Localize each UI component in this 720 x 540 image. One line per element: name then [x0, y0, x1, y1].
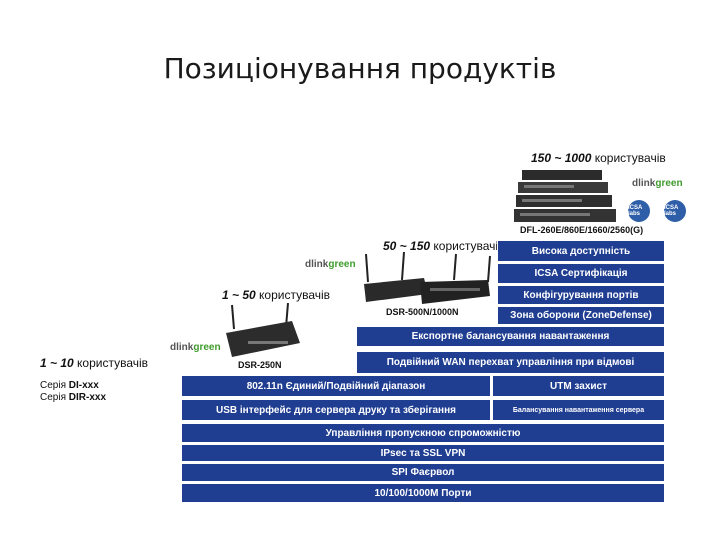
- feature-bar-ports: 10/100/1000M Порти: [181, 483, 665, 503]
- dlink-green-logo: dlinkgreen: [632, 178, 683, 189]
- feature-bar-port-config: Конфігурування портів: [497, 285, 665, 305]
- dlink-green-logo: dlinkgreen: [170, 342, 221, 353]
- tier-label-home: 1 ~ 10 користувачів: [40, 356, 148, 370]
- model-label-dsr250: DSR-250N: [238, 360, 282, 370]
- feature-bar-icsa: ICSA Сертифікація: [497, 263, 665, 284]
- tier-users: користувачів: [73, 356, 149, 370]
- series-item: Серія DI-xxx: [40, 380, 99, 391]
- feature-bar-high-availability: Висока доступність: [497, 240, 665, 262]
- series-list: Серія DI-xxx Серія DIR-xxx: [40, 380, 106, 404]
- icsa-labs-badge: ICSA labs: [628, 200, 650, 222]
- tier-range: 1 ~ 10: [40, 356, 74, 370]
- feature-bar-usb: USB інтерфейс для сервера друку та збері…: [181, 399, 491, 421]
- tier-range: 150 ~ 1000: [531, 151, 592, 165]
- dlink-green-logo: dlinkgreen: [305, 259, 356, 270]
- icsa-labs-badge: ICSA labs: [664, 200, 686, 222]
- rack-firewall-stack-image: [514, 170, 616, 222]
- feature-bar-server-lb: Балансування навантаження сервера: [492, 399, 665, 421]
- tier-label-medium: 50 ~ 150 користувачів: [383, 239, 504, 253]
- tier-range: 50 ~ 150: [383, 239, 431, 253]
- model-label-dsr500: DSR-500N/1000N: [386, 307, 459, 317]
- feature-bar-spi: SPI Фаєрвол: [181, 463, 665, 482]
- tier-users: користувачів: [430, 239, 505, 253]
- feature-bar-zone-defense: Зона оборони (ZoneDefense): [497, 306, 665, 325]
- tier-users: користувачів: [591, 151, 666, 165]
- dsr-500n-router-image: [364, 252, 491, 304]
- model-label-dfl: DFL-260E/860E/1660/2560(G): [520, 225, 644, 235]
- feature-bar-utm: UTM захист: [492, 375, 665, 397]
- dsr-250n-router-image: [226, 303, 300, 357]
- feature-bar-dual-wan: Подвійний WAN перехват управління при ві…: [356, 351, 665, 374]
- slide-title: Позиціонування продуктів: [163, 52, 557, 85]
- tier-users: користувачів: [255, 288, 331, 302]
- tier-label-enterprise: 150 ~ 1000 користувачів: [531, 151, 666, 165]
- feature-bar-bandwidth: Управління пропускною спроможністю: [181, 423, 665, 443]
- series-item: Серія DIR-xxx: [40, 392, 107, 403]
- feature-bar-wifi-band: 802.11n Єдиний/Подвійний діапазон: [181, 375, 491, 397]
- tier-label-small: 1 ~ 50 користувачів: [222, 288, 330, 302]
- tier-range: 1 ~ 50: [222, 288, 256, 302]
- feature-bar-vpn: IPsec та SSL VPN: [181, 444, 665, 462]
- feature-bar-export-balancing: Експортне балансування навантаження: [356, 326, 665, 347]
